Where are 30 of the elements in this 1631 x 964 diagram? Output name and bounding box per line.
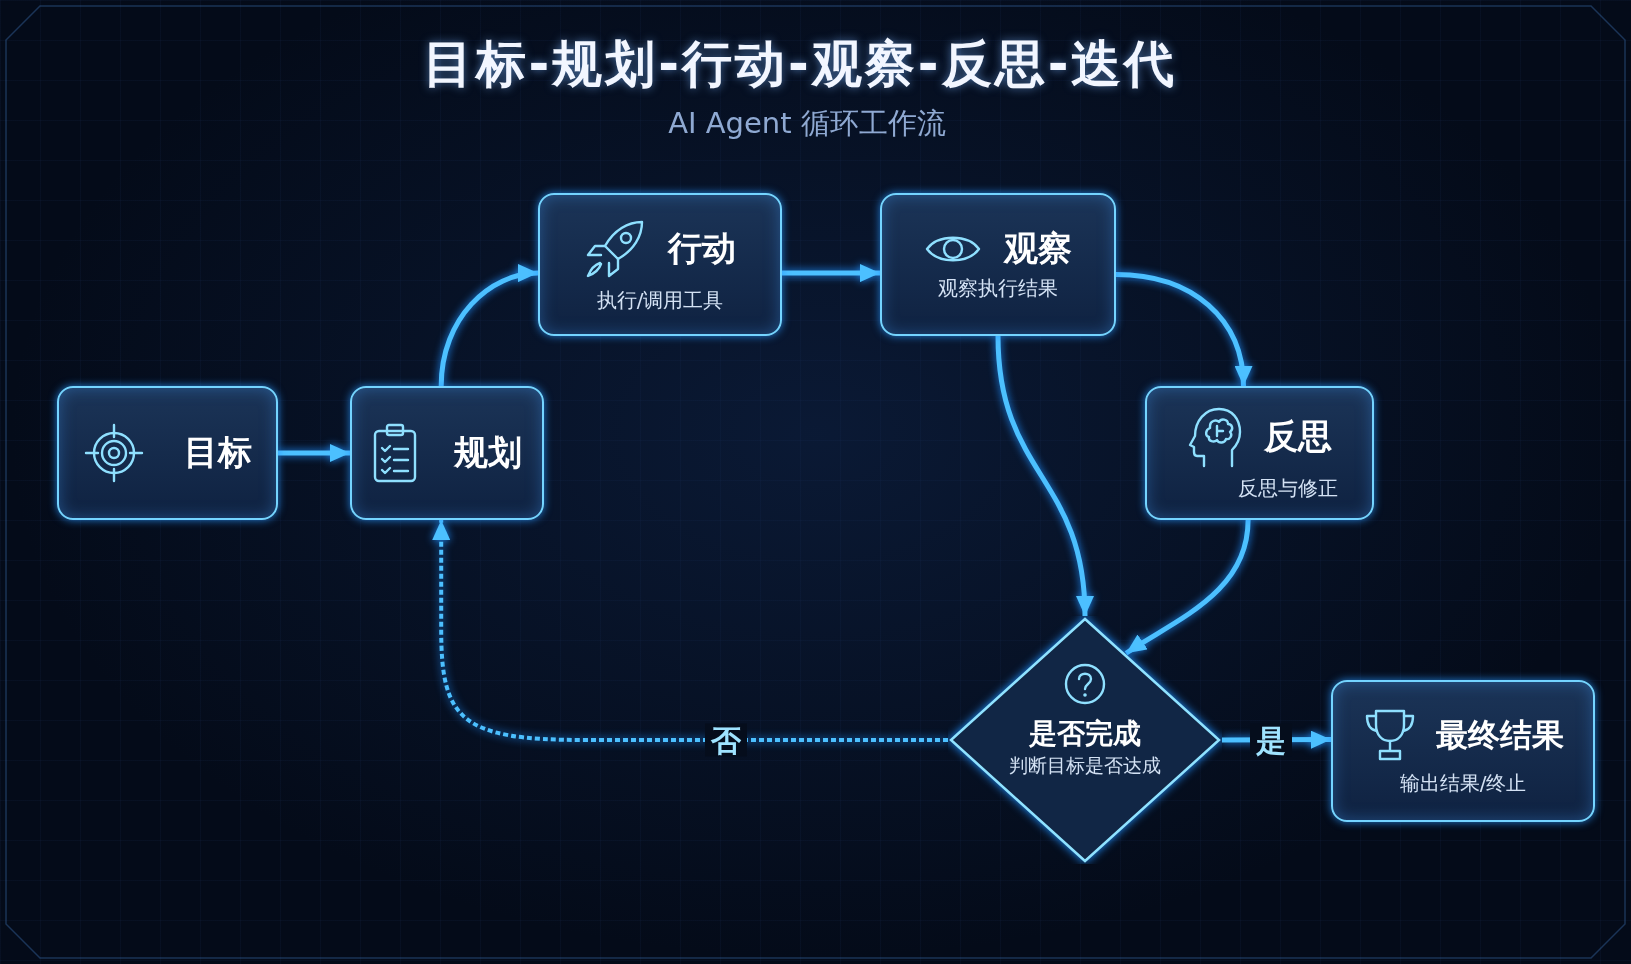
arrow [1115,272,1252,387]
step-title: 目标 [183,433,252,473]
step-box [350,386,544,520]
step-title: 反思 [1263,417,1332,457]
step-subtitle: 输出结果/终止 [1399,771,1527,795]
step-subtitle: 观察执行结果 [938,276,1058,301]
step-box [1145,386,1374,520]
step-box [880,193,1116,336]
step-title: 规划 [454,433,522,473]
decision-diamond [948,616,1222,864]
arrow [782,264,880,283]
edge-label: 是 [1250,723,1292,757]
step-box [57,386,278,520]
arrow [278,444,350,462]
step-box [538,193,782,336]
decision-title: 是否完成 [1029,718,1141,751]
step-title: 最终结果 [1436,716,1564,754]
arrow [438,265,539,387]
step-subtitle: 执行/调用工具 [596,287,724,312]
arrow [1124,519,1251,656]
step-subtitle: 反思与修正 [1237,476,1338,500]
arrow [432,520,948,742]
step-title: 观察 [1004,228,1072,269]
step-title: 行动 [668,228,736,269]
title: 目标-规划-行动-观察-反思-迭代 [422,33,1178,95]
step-box [1331,680,1595,822]
edge-label: 否 [705,723,747,757]
decision-subtitle: 判断目标是否达成 [1009,754,1161,777]
subtitle: AI Agent 循环工作流 [668,105,946,142]
arrow [995,335,1093,617]
